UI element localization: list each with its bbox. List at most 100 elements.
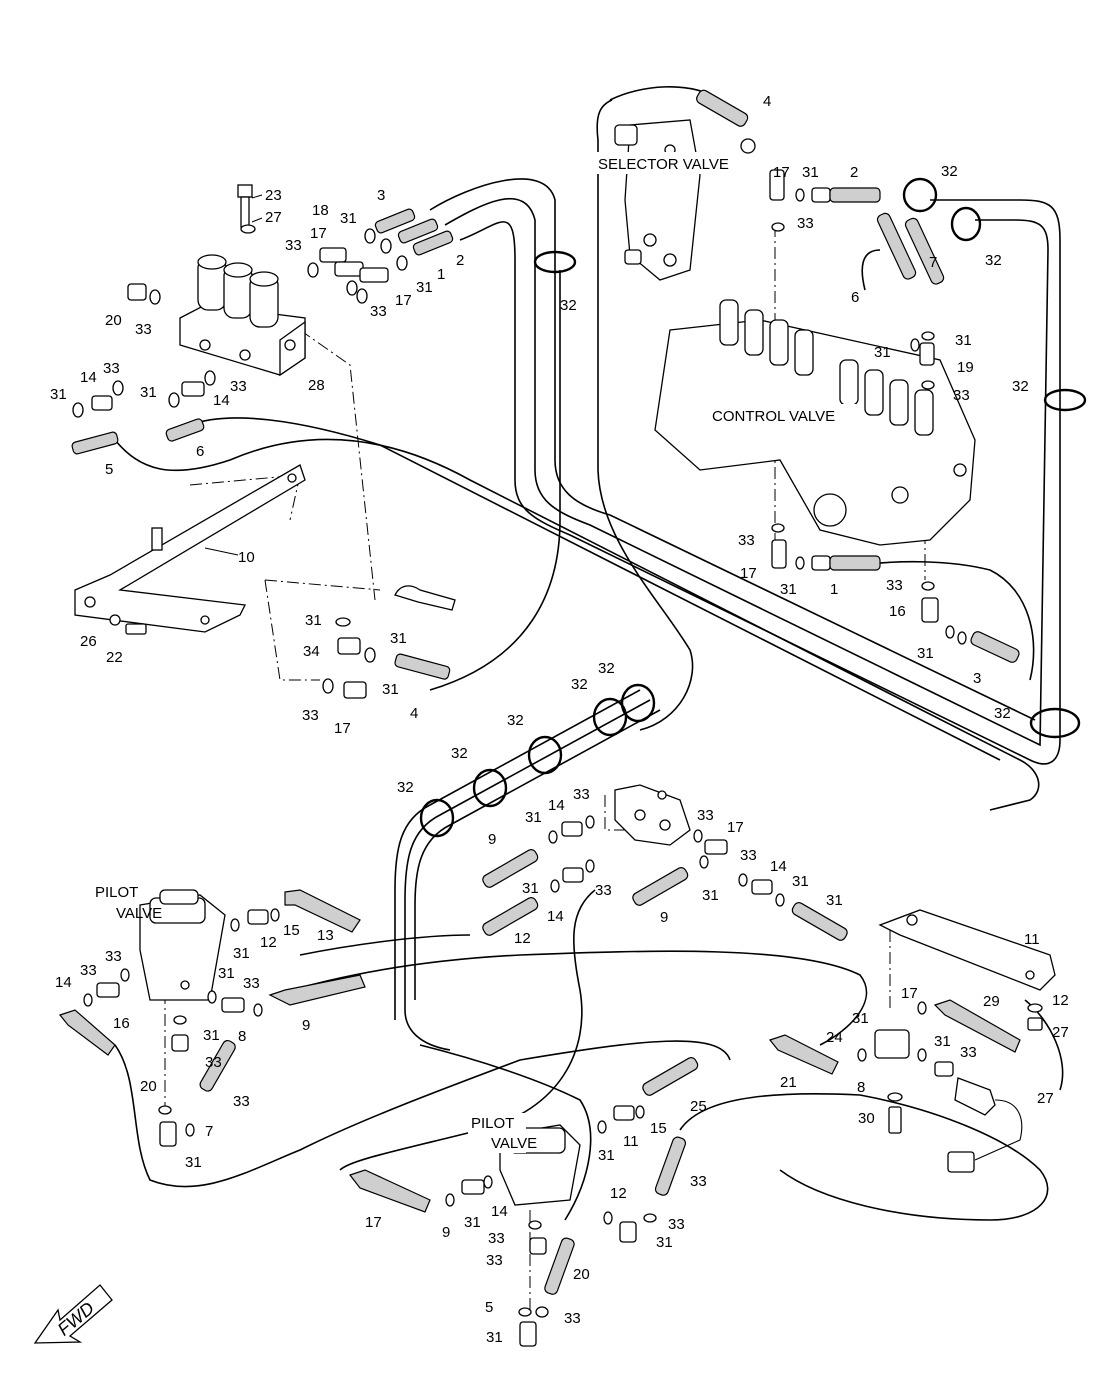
- shuttle-valve: [614, 784, 691, 846]
- callout: 12: [260, 934, 277, 951]
- callout: 33: [302, 707, 319, 724]
- lower-hose-bundle: [114, 689, 1064, 1221]
- callout-labels: 2 3 27 20 33 33 18 17 31 3 1 2 31 17 33 2…: [50, 93, 1069, 1346]
- pilot-valve-left: [58, 889, 366, 1147]
- solenoid-valve-block: [179, 254, 306, 377]
- callout: 31: [50, 386, 67, 403]
- callout: 3: [973, 670, 981, 687]
- callout: 33: [953, 387, 970, 404]
- callout: 4: [763, 93, 771, 110]
- hose-clamps: [419, 177, 1087, 838]
- callout: 5: [105, 461, 113, 478]
- callout: 11: [623, 1133, 639, 1150]
- callout: 32: [598, 660, 615, 677]
- callout: 33: [105, 948, 122, 965]
- callout: 14: [55, 974, 72, 991]
- callout: 17: [310, 225, 327, 242]
- callout: 14: [213, 392, 230, 409]
- callout: 32: [451, 745, 468, 762]
- callout: 8: [238, 1028, 246, 1045]
- callout: 31: [826, 892, 843, 909]
- callout: 32: [397, 779, 414, 796]
- callout: 32: [507, 712, 524, 729]
- bracket-10: [74, 464, 306, 633]
- callout: 33: [370, 303, 387, 320]
- control-valve: [654, 299, 976, 546]
- plug-20-top: [127, 283, 161, 305]
- callout: 33: [573, 786, 590, 803]
- callout: 31: [702, 887, 719, 904]
- mid-fittings: [482, 815, 848, 941]
- bolt-23: [237, 184, 256, 234]
- callout: 31: [522, 880, 539, 897]
- upper-hoses: [71, 208, 454, 680]
- callout: 18: [312, 202, 329, 219]
- callout: 31: [852, 1010, 869, 1027]
- callout: 31: [598, 1147, 615, 1164]
- callout: 31: [802, 164, 819, 181]
- callout: 31: [390, 630, 407, 647]
- right-sensor-group: [768, 909, 1056, 1173]
- callout: 32: [941, 163, 958, 180]
- pilot-valve-lower-label-1: PILOT: [471, 1115, 514, 1132]
- callout: 9: [442, 1224, 450, 1241]
- callout: 20: [140, 1078, 157, 1095]
- callout: 7: [205, 1123, 213, 1140]
- callout: 31: [792, 873, 809, 890]
- washer-bolt-26-22: [109, 614, 147, 635]
- callout: 14: [547, 908, 564, 925]
- callout: 5: [485, 1299, 493, 1316]
- callout: 33: [488, 1230, 505, 1247]
- callout: 12: [610, 1185, 627, 1202]
- solenoid-fittings: [72, 228, 408, 418]
- callout: 17: [773, 164, 790, 181]
- callout: 26: [80, 633, 97, 650]
- callout: 33: [697, 807, 714, 824]
- callout: 4: [410, 705, 418, 722]
- callout: 28: [308, 377, 325, 394]
- callout: 19: [957, 359, 974, 376]
- callout: 14: [548, 797, 565, 814]
- callout: 3: [377, 187, 385, 204]
- callout: 27: [265, 209, 282, 226]
- callout: 33: [595, 882, 612, 899]
- callout: 31: [416, 279, 433, 296]
- control-valve-label: CONTROL VALVE: [712, 408, 835, 425]
- callout: 17: [740, 565, 757, 582]
- callout: 33: [797, 215, 814, 232]
- callout: 31: [218, 965, 235, 982]
- callout: 32: [994, 705, 1011, 722]
- callout: 31: [382, 681, 399, 698]
- callout: 20: [105, 312, 122, 329]
- callout: 33: [740, 847, 757, 864]
- callout: 33: [690, 1173, 707, 1190]
- callout: 33: [564, 1310, 581, 1327]
- callout: 29: [983, 993, 1000, 1010]
- callout: 13: [317, 927, 334, 944]
- callout: 33: [960, 1044, 977, 1061]
- callout: 14: [80, 369, 97, 386]
- callout: 17: [395, 292, 412, 309]
- callout: 25: [690, 1098, 707, 1115]
- pilot-valve-lower: [349, 1057, 699, 1347]
- component-labels: SELECTOR VALVE CONTROL VALVE PILOT VALVE…: [95, 152, 856, 1153]
- pilot-valve-lower-label-2: VALVE: [491, 1135, 537, 1152]
- callout: 17: [727, 819, 744, 836]
- callout: 22: [106, 649, 123, 666]
- callout: 33: [205, 1054, 222, 1071]
- callout: 31: [233, 945, 250, 962]
- callout: 6: [851, 289, 859, 306]
- callout: 2: [456, 252, 464, 269]
- callout: 32: [985, 252, 1002, 269]
- callout: 27: [1037, 1090, 1054, 1107]
- callout: 33: [486, 1252, 503, 1269]
- callout: 33: [80, 962, 97, 979]
- callout: 1: [830, 581, 838, 598]
- callout: 31: [934, 1033, 951, 1050]
- hose-bundle-routing: [114, 86, 1061, 811]
- forward-direction-arrow: FWD: [33, 1284, 113, 1344]
- callout: 12: [514, 930, 531, 947]
- pilot-valve-left-label-2: VALVE: [116, 905, 162, 922]
- callout: 2: [850, 164, 858, 181]
